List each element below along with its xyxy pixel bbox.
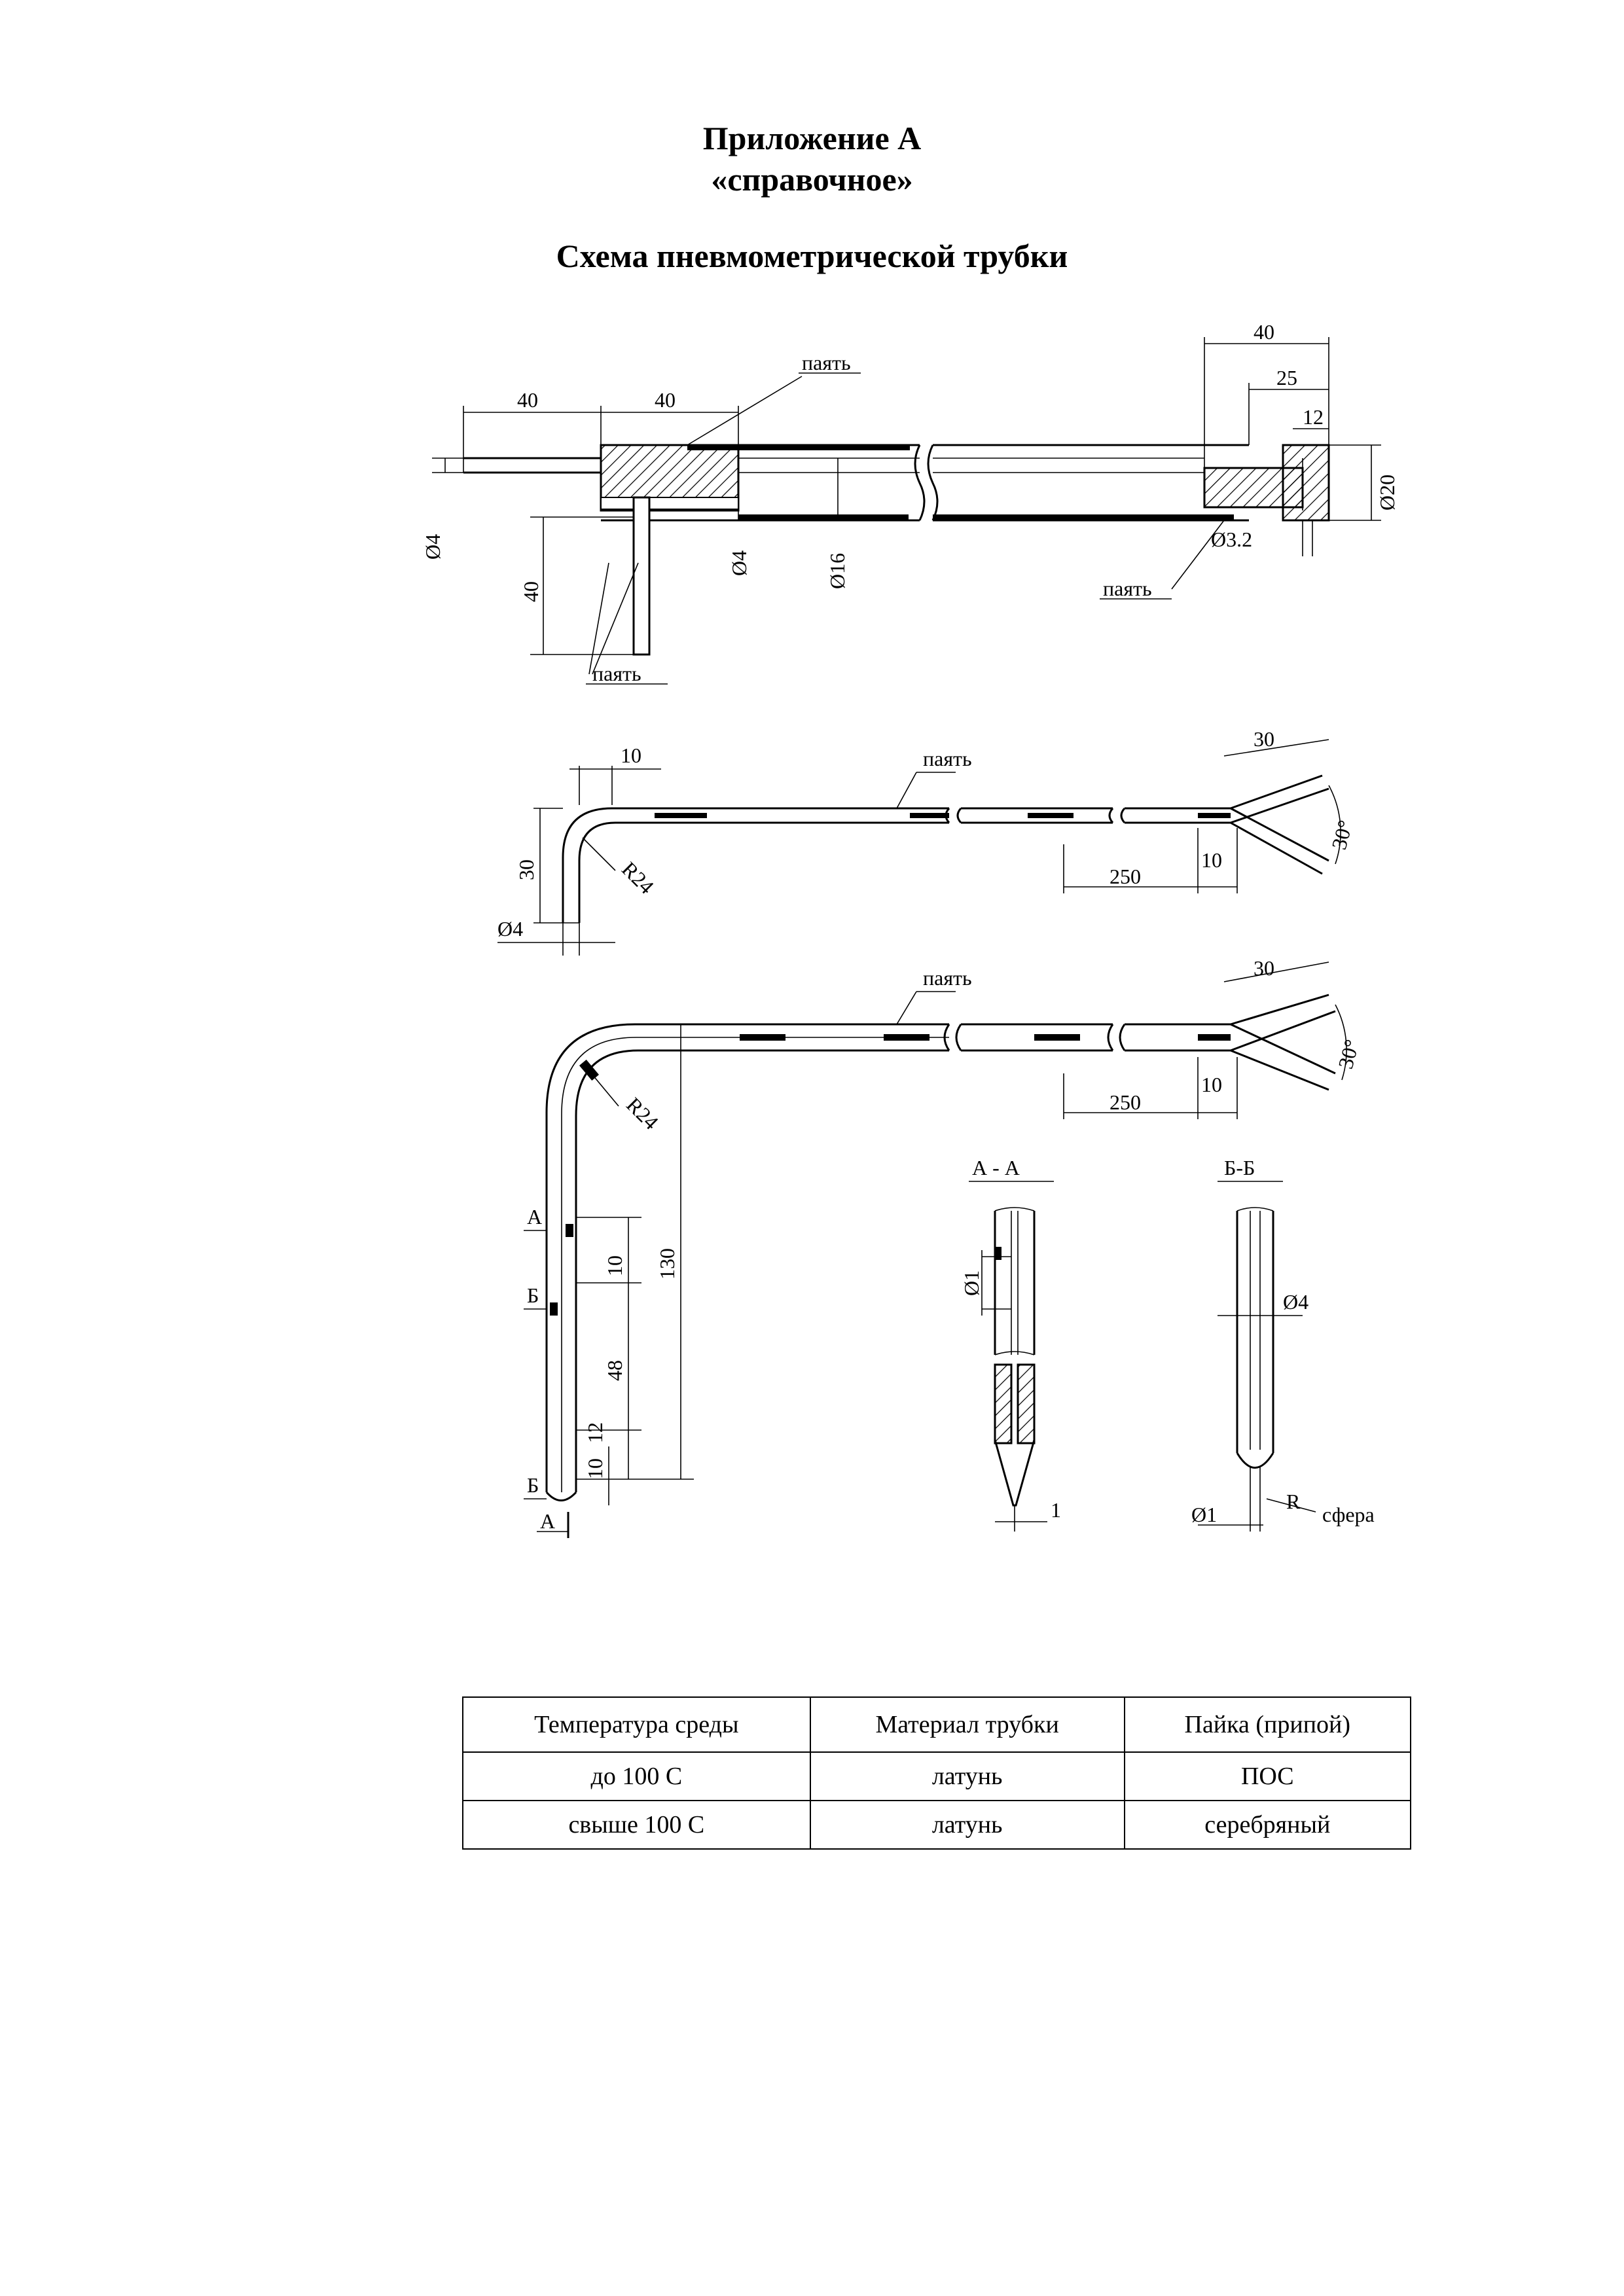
section-marker: А: [527, 1205, 542, 1229]
dim-label: 12: [1303, 405, 1324, 429]
dim-label: R24: [622, 1092, 663, 1134]
dim-label: Ø4: [497, 917, 523, 941]
dim-label: 10: [1201, 1073, 1222, 1096]
table-cell: ПОС: [1123, 1751, 1412, 1801]
pneumometric-tube-drawing: паять паять паять 40 40 40 25 12 Ø4 Ø4 Ø…: [421, 320, 1399, 1538]
dim-label: 30: [514, 859, 538, 880]
dim-label: 10: [1201, 848, 1222, 872]
table-row: до 100 С латунь ПОС: [462, 1751, 1412, 1801]
section-marker: А: [540, 1509, 555, 1533]
dim-label: 40: [517, 388, 538, 412]
dim-label: 12: [583, 1422, 607, 1443]
dim-label: 40: [519, 581, 543, 602]
solder-label: паять: [923, 966, 972, 990]
table-cell: серебряный: [1123, 1800, 1412, 1850]
table-row: свыше 100 С латунь серебряный: [462, 1800, 1412, 1850]
dim-label: Ø1: [1191, 1503, 1217, 1526]
table-cell: до 100 С: [462, 1751, 811, 1801]
dim-label: 10: [583, 1458, 607, 1479]
dim-label: 30°: [1327, 817, 1357, 852]
appendix-heading: Приложение А: [702, 120, 922, 156]
spec-table: Температура среды Материал трубки Пайка …: [462, 1696, 1412, 1850]
dim-label: 10: [621, 744, 641, 767]
section-marker: Б: [527, 1473, 539, 1497]
table-header: Пайка (припой): [1123, 1696, 1412, 1753]
dim-label: R: [1286, 1490, 1301, 1513]
dim-label: Ø16: [825, 553, 849, 589]
table-cell: латунь: [809, 1751, 1125, 1801]
top-view: паять паять паять 40 40 40 25 12 Ø4 Ø4 Ø…: [421, 320, 1399, 685]
section-title: Б-Б: [1224, 1156, 1255, 1179]
table-header: Температура среды: [462, 1696, 811, 1753]
dim-label: 30: [1254, 727, 1274, 751]
bottom-view: паять R24 130 10 48 12 10 30 30° 250 10 …: [524, 956, 1363, 1538]
page-title: Схема пневмометрической трубки: [556, 238, 1068, 274]
dim-label: R24: [617, 857, 659, 898]
dim-label: Ø4: [421, 534, 444, 560]
dim-label: Ø20: [1375, 475, 1399, 511]
solder-label: паять: [1103, 577, 1152, 600]
dim-label: Ø3.2: [1211, 528, 1252, 551]
middle-view: паять 10 30 R24 Ø4 30 30° 250 10: [497, 727, 1357, 956]
dim-label: Ø1: [960, 1270, 983, 1296]
dim-label: Ø4: [727, 550, 751, 576]
solder-label: паять: [592, 662, 641, 685]
dim-label: 250: [1110, 865, 1141, 888]
dim-label: 48: [603, 1360, 626, 1381]
table-cell: свыше 100 С: [462, 1800, 811, 1850]
dim-label: 130: [655, 1248, 679, 1280]
dim-label: 40: [1254, 320, 1274, 344]
dim-label: 30: [1254, 956, 1274, 980]
solder-label: паять: [802, 351, 851, 374]
dim-label: 250: [1110, 1090, 1141, 1114]
dim-label: Ø4: [1283, 1290, 1308, 1314]
solder-label: паять: [923, 747, 972, 770]
dim-label: 1: [1051, 1498, 1061, 1522]
section-b-b: Б-Б Ø4 Ø1 R сфера: [1191, 1156, 1375, 1532]
section-title: А - А: [972, 1156, 1020, 1179]
table-header-row: Температура среды Материал трубки Пайка …: [462, 1696, 1412, 1753]
appendix-type: «справочное»: [711, 161, 913, 198]
dim-label: 10: [603, 1255, 626, 1276]
table-cell: латунь: [809, 1800, 1125, 1850]
dim-label: сфера: [1322, 1503, 1375, 1526]
section-marker: Б: [527, 1283, 539, 1307]
table-header: Материал трубки: [809, 1696, 1125, 1753]
section-a-a: А - А Ø1 1: [960, 1156, 1061, 1532]
dim-label: 40: [655, 388, 676, 412]
dim-label: 30°: [1333, 1037, 1363, 1071]
dim-label: 25: [1276, 366, 1297, 389]
